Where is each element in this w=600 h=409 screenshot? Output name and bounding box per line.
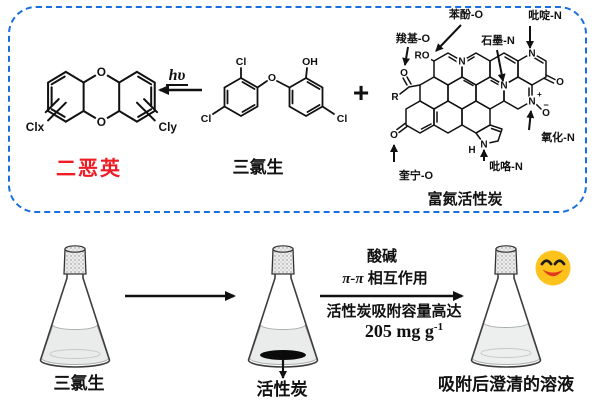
dioxin-clx: Clx xyxy=(26,120,45,134)
reaction-capacity-text: 活性炭吸附容量高达 xyxy=(326,303,462,320)
dioxin-label: 二恶英 xyxy=(56,158,122,180)
activated-carbon-sediment xyxy=(260,350,306,360)
annotation-phenol-o: 苯酚-O xyxy=(448,9,484,21)
triclosan-structure: Cl O OH Cl Cl xyxy=(201,56,348,125)
carbon-n-pyrrole: N xyxy=(480,140,487,151)
carbon-n-top: N xyxy=(458,57,465,68)
annotation-pyrrole-n: 吡咯-N xyxy=(489,161,523,173)
carbon-n-oxide-plus: + xyxy=(537,90,542,99)
carbon-n-oxide: N xyxy=(528,97,535,108)
triclosan-cl-top: Cl xyxy=(236,56,247,68)
carbon-o-quinone: O xyxy=(390,130,398,141)
activated-carbon-structure: RO N N N N + O − N H O R O O xyxy=(390,47,564,156)
reaction-pi-interaction: π-π 相互作用 xyxy=(305,270,465,288)
triclosan-oh: OH xyxy=(302,56,318,68)
dioxin-cly: Cly xyxy=(159,120,178,134)
annotation-quinine-o: 奎宁-O xyxy=(398,170,434,182)
plus-sign: + xyxy=(352,77,370,108)
dioxin-o-bottom: O xyxy=(97,115,106,129)
annotation-pyridine-n: 吡啶-N xyxy=(528,10,562,22)
carbon-label: 富氮活性炭 xyxy=(427,191,503,208)
carbon-n-graphite: N xyxy=(500,81,507,92)
dioxin-o-top: O xyxy=(97,65,106,79)
carbon-ro-group: RO xyxy=(415,51,430,62)
dioxin-structure: O O Clx Cly xyxy=(26,65,178,134)
mechanism-panel-border xyxy=(8,6,587,213)
carbon-o-ketone: O xyxy=(556,77,564,88)
flask-clarified-solution xyxy=(470,245,542,368)
flask2-label: 活性炭 xyxy=(256,380,308,399)
reaction-acid-base: 酸碱 xyxy=(366,248,397,265)
triclosan-cl-left: Cl xyxy=(201,113,212,125)
carbon-o-oxide: O xyxy=(542,108,550,119)
annotation-graphite-n: 石墨-N xyxy=(481,35,515,47)
carbon-h-pyrrole: H xyxy=(468,145,475,156)
carbon-n-pyridine: N xyxy=(528,49,535,60)
interaction-text: 相互作用 xyxy=(367,270,428,287)
triclosan-cl-right: Cl xyxy=(337,113,348,125)
flask-triclosan-solution xyxy=(39,245,111,368)
carbon-o-oxide-minus: − xyxy=(543,100,548,110)
annotation-oxide-n: 氧化-N xyxy=(541,132,575,144)
flask1-label: 三氯生 xyxy=(53,374,105,393)
flask3-label: 吸附后澄清的溶液 xyxy=(438,375,574,394)
triclosan-label: 三氯生 xyxy=(232,158,284,177)
smiley-face-icon xyxy=(535,250,571,286)
annotation-carboxyl-o: 羧基-O xyxy=(395,33,431,45)
hv-light-label: hυ xyxy=(156,67,198,86)
carbon-o-carbonyl: O xyxy=(400,68,408,79)
carbon-r-group: R xyxy=(391,92,399,103)
triclosan-ether-o: O xyxy=(268,72,276,84)
pi-pi-text: π-π xyxy=(342,271,364,287)
reaction-capacity-value: 205 mg g-1 xyxy=(364,321,444,341)
